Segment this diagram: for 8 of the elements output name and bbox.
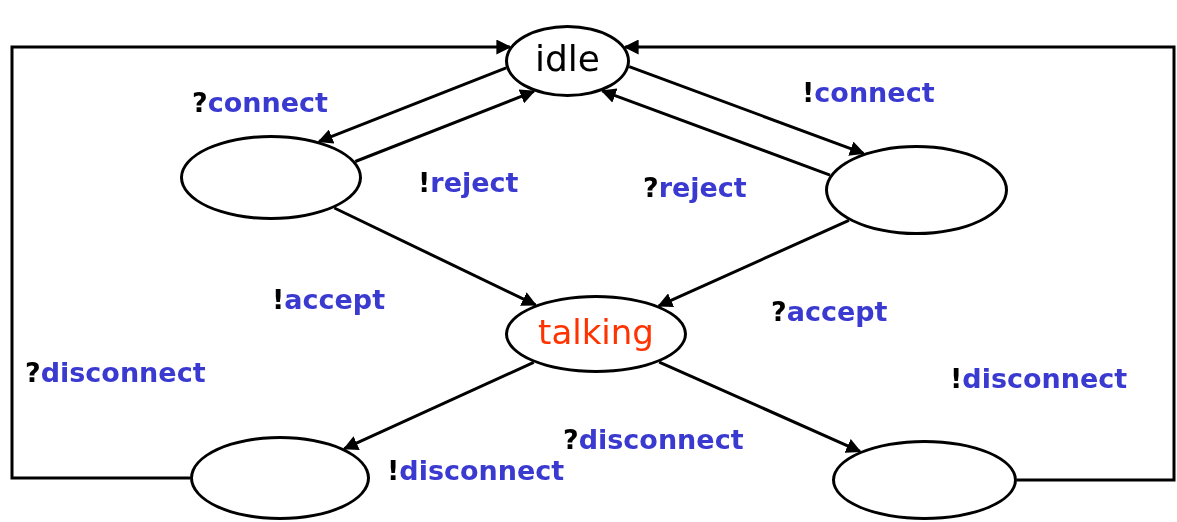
arrow [333,206,537,307]
arrow [628,65,865,156]
arrow [343,361,535,451]
arrow [317,66,507,144]
state-label: talking [538,315,654,353]
arrow [658,360,862,453]
state-label: idle [535,41,600,81]
arrow [657,219,850,308]
